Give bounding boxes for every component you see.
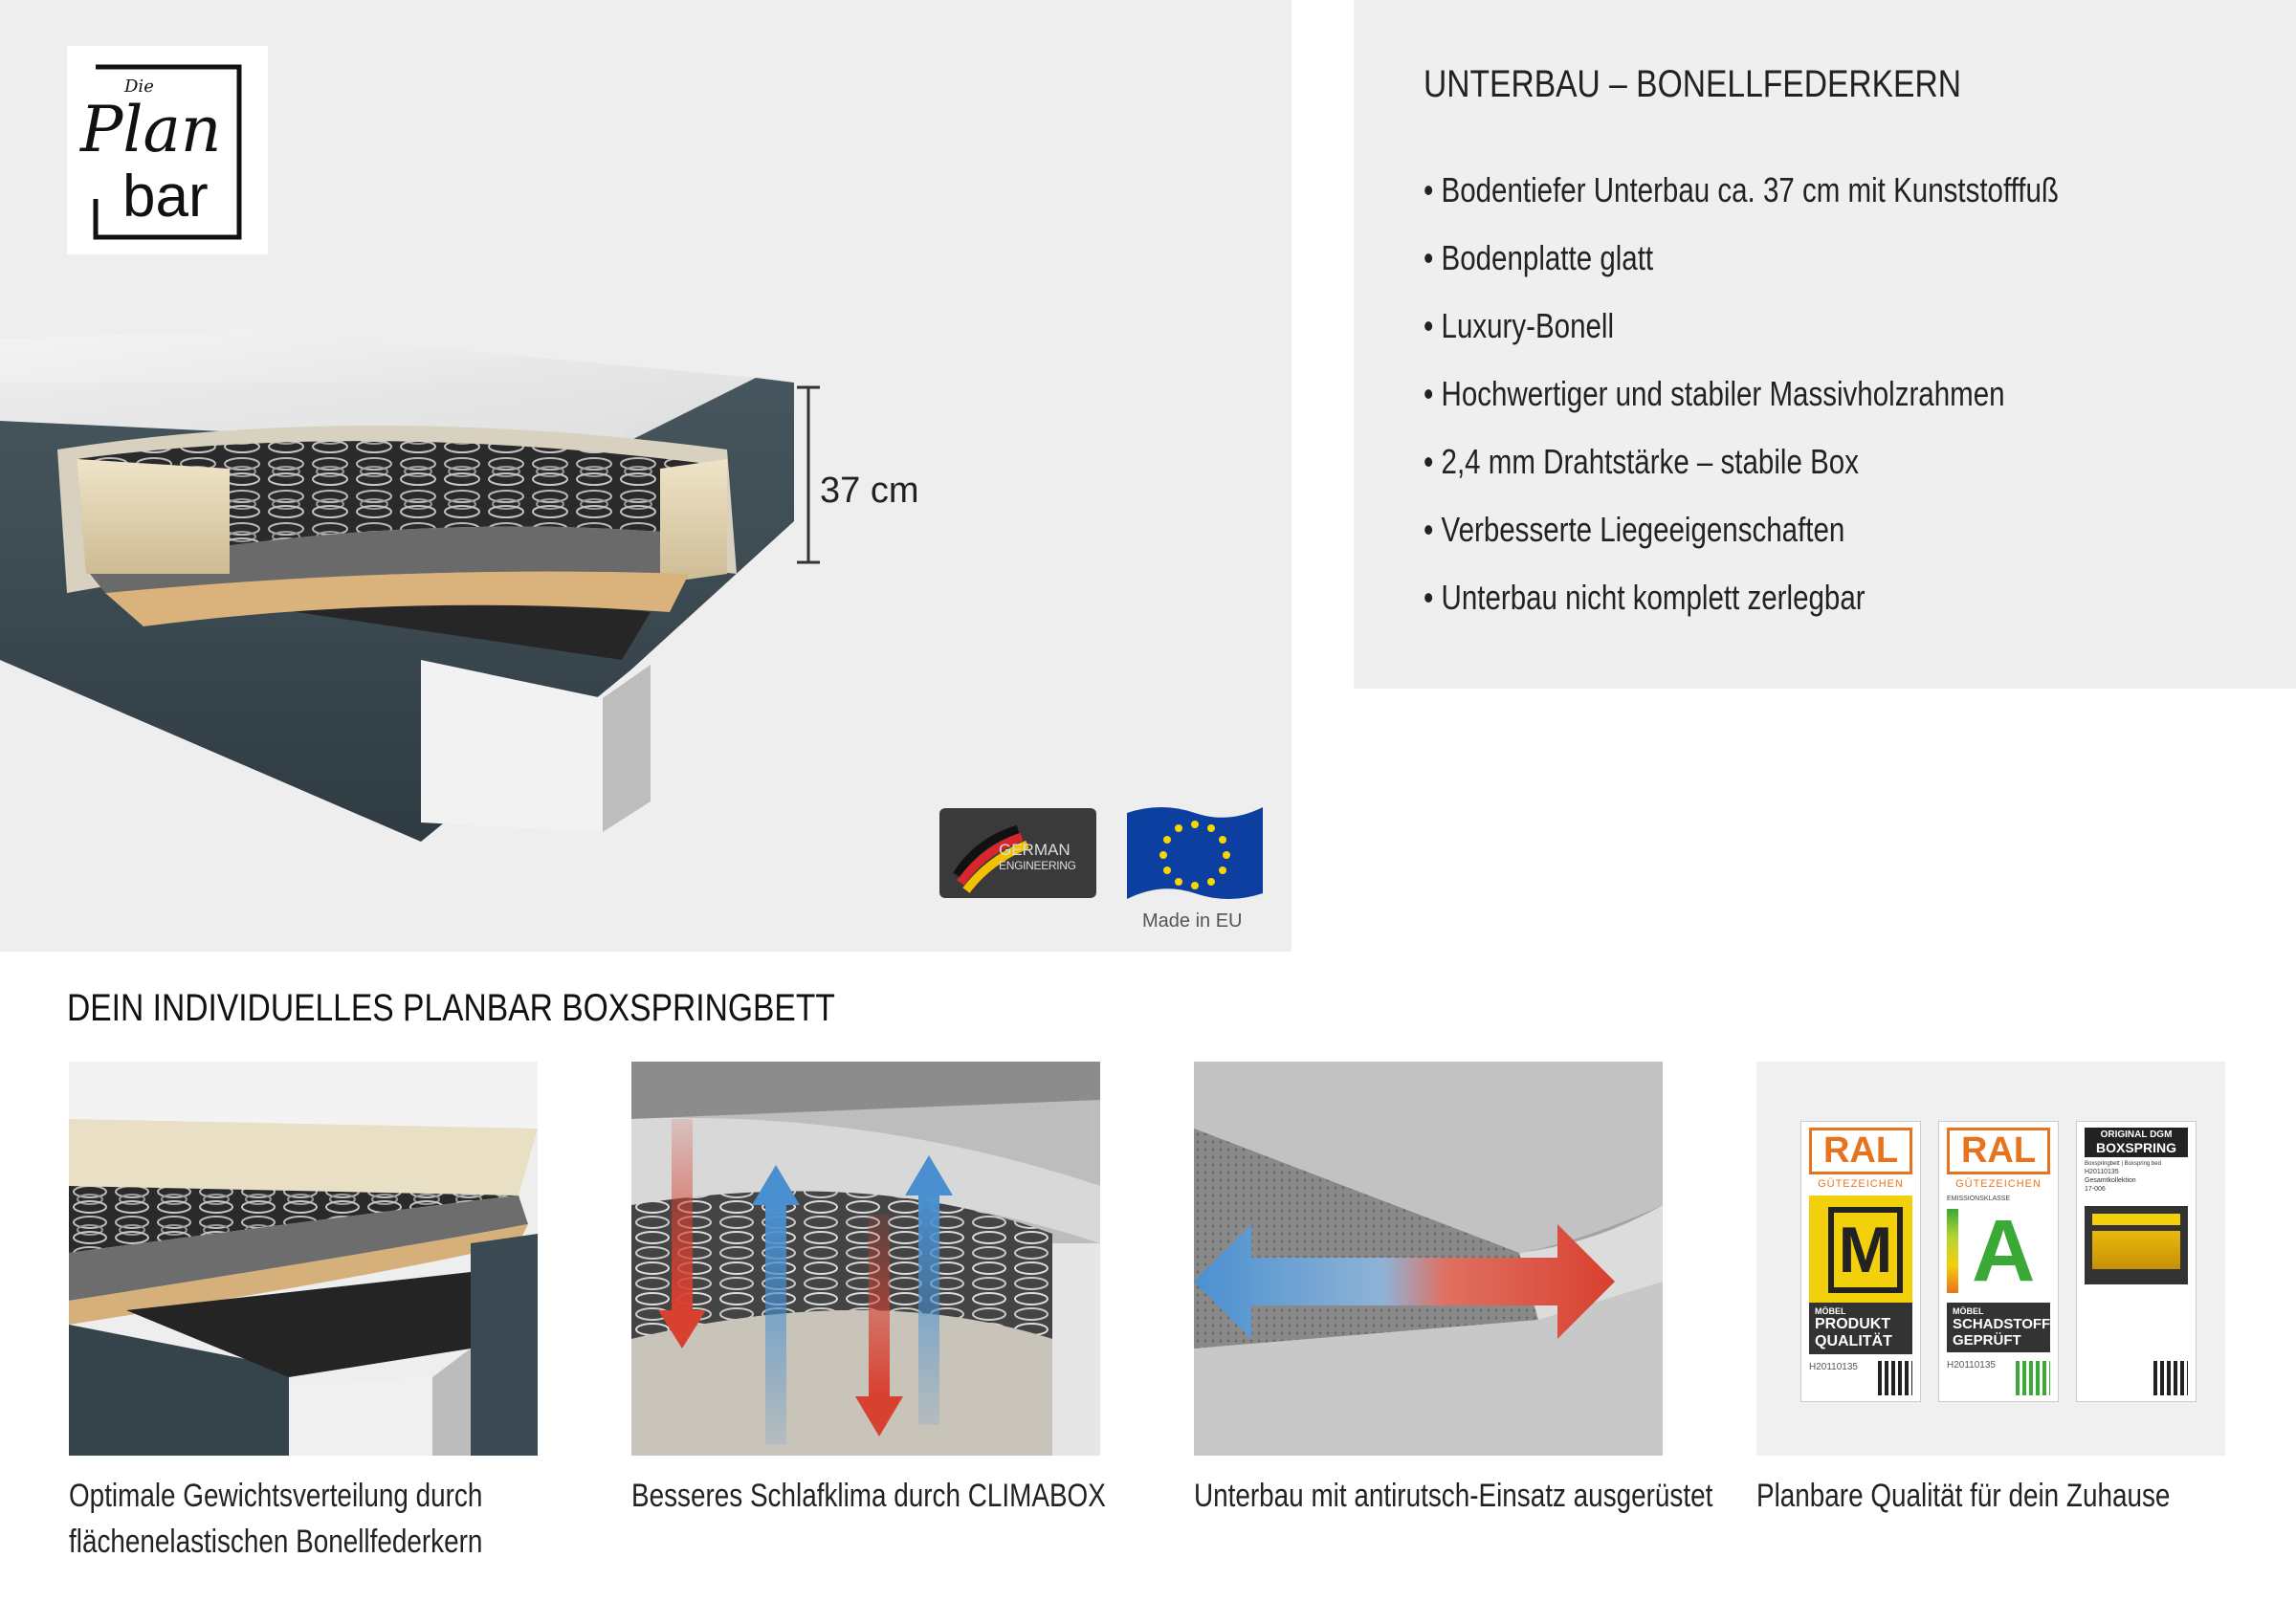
boxspring-bed-icon bbox=[2085, 1206, 2188, 1284]
card-caption: Planbare Qualität für dein Zuhause bbox=[1756, 1473, 2170, 1519]
boxspring-cutaway-illustration bbox=[0, 330, 820, 842]
info-title: UNTERBAU – BONELLFEDERKERN bbox=[1424, 63, 1961, 105]
caption-line: flächenelastischen Bonellfederkern bbox=[69, 1524, 483, 1560]
down-arrow-icon bbox=[658, 1310, 706, 1349]
ral-seal-top: RAL bbox=[1947, 1128, 2050, 1174]
height-dimension-label: 37 cm bbox=[820, 471, 919, 511]
emission-class-label: EMISSIONSKLASSE bbox=[1947, 1195, 2011, 1202]
card-caption: Optimale Gewichtsverteilung durch fläche… bbox=[69, 1473, 482, 1565]
bullet-item: • Hochwertiger und stabiler Massivholzra… bbox=[1424, 374, 2005, 413]
eu-stars-icon bbox=[1159, 821, 1230, 889]
card-caption: Unterbau mit antirutsch-Einsatz ausgerüs… bbox=[1194, 1473, 1712, 1519]
info-panel bbox=[1354, 0, 2296, 689]
bullet-item: • Verbesserte Liegeeigenschaften bbox=[1424, 510, 1845, 549]
dgm-seal-detail: Gesamtkollektion bbox=[2085, 1177, 2136, 1184]
dgm-seal-detail: Boxspringbett | Boxspring bed bbox=[2085, 1161, 2161, 1167]
german-label: GERMAN bbox=[999, 841, 1071, 859]
up-arrow-icon bbox=[752, 1165, 800, 1205]
dgm-seal-detail: 17-006 bbox=[2085, 1186, 2106, 1193]
qr-code-icon bbox=[2016, 1361, 2050, 1395]
svg-text:Plan: Plan bbox=[79, 93, 221, 166]
bullet-item: • Unterbau nicht komplett zerlegbar bbox=[1424, 578, 1866, 617]
ral-seal-line: QUALITÄT bbox=[1815, 1333, 1892, 1349]
svg-text:Die: Die bbox=[123, 77, 154, 97]
ral-seal-sub: GÜTEZEICHEN bbox=[1955, 1178, 2042, 1190]
bullet-item: • Luxury-Bonell bbox=[1424, 306, 1615, 345]
caption-line: Optimale Gewichtsverteilung durch bbox=[69, 1478, 483, 1514]
card-caption: Besseres Schlafklima durch CLIMABOX bbox=[631, 1473, 1106, 1519]
emission-scale-icon bbox=[1947, 1209, 1958, 1293]
ral-seal-line: MÖBEL bbox=[1953, 1306, 1984, 1316]
section-title: DEIN INDIVIDUELLES PLANBAR BOXSPRINGBETT bbox=[67, 987, 835, 1029]
anti-slip-card bbox=[1194, 1062, 1663, 1456]
eu-flag-badge bbox=[1123, 801, 1267, 935]
ral-seal-line: PRODUKT bbox=[1815, 1316, 1891, 1332]
ral-seal-line: SCHADSTOFF bbox=[1953, 1316, 2051, 1332]
ral-emission-seal: RAL GÜTEZEICHEN EMISSIONSKLASSE A MÖBEL … bbox=[1938, 1121, 2059, 1402]
dgm-seal-line: BOXSPRING bbox=[2095, 1140, 2176, 1155]
ral-seal-line: MÖBEL bbox=[1815, 1306, 1846, 1316]
ral-seal-code: H20110135 bbox=[1809, 1362, 1858, 1372]
bullet-item: • 2,4 mm Drahtstärke – stabile Box bbox=[1424, 442, 1859, 481]
bullet-item: • Bodenplatte glatt bbox=[1424, 238, 1654, 277]
bonell-spring-card bbox=[69, 1062, 538, 1456]
bullet-item: • Bodentiefer Unterbau ca. 37 cm mit Kun… bbox=[1424, 170, 2059, 209]
down-arrow-icon bbox=[855, 1396, 903, 1437]
ral-seal-top: RAL bbox=[1809, 1128, 1912, 1174]
caption-line: Planbare Qualität für dein Zuhause bbox=[1756, 1478, 2171, 1514]
qr-code-icon bbox=[1878, 1361, 1912, 1395]
ral-seal-letter: M bbox=[1828, 1207, 1903, 1293]
dgm-seal-detail: H20110135 bbox=[2085, 1169, 2119, 1175]
svg-text:bar: bar bbox=[122, 164, 209, 230]
ral-quality-seal: RAL GÜTEZEICHEN M MÖBEL PRODUKT QUALITÄT… bbox=[1800, 1121, 1921, 1402]
quality-seals-card: RAL GÜTEZEICHEN M MÖBEL PRODUKT QUALITÄT… bbox=[1756, 1062, 2225, 1456]
ral-seal-code: H20110135 bbox=[1947, 1360, 1996, 1371]
caption-line: Unterbau mit antirutsch-Einsatz ausgerüs… bbox=[1194, 1478, 1713, 1514]
double-arrow-icon bbox=[1194, 1224, 1615, 1339]
qr-code-icon bbox=[2153, 1361, 2188, 1395]
engineering-label: ENGINEERING bbox=[999, 859, 1076, 872]
ral-seal-sub: GÜTEZEICHEN bbox=[1818, 1178, 1904, 1190]
made-in-eu-label: Made in EU bbox=[1142, 910, 1243, 932]
caption-line: Besseres Schlafklima durch CLIMABOX bbox=[631, 1478, 1106, 1514]
ral-seal-letter: A bbox=[1972, 1202, 2036, 1300]
climabox-card bbox=[631, 1062, 1100, 1456]
dgm-boxspring-seal: ORIGINAL DGM BOXSPRING Boxspringbett | B… bbox=[2076, 1121, 2197, 1402]
dgm-seal-line: ORIGINAL DGM bbox=[2100, 1130, 2173, 1140]
ral-seal-line: GEPRÜFT bbox=[1953, 1332, 2021, 1349]
planbar-logo: Die Plan bar bbox=[67, 46, 268, 254]
up-arrow-icon bbox=[905, 1155, 953, 1195]
